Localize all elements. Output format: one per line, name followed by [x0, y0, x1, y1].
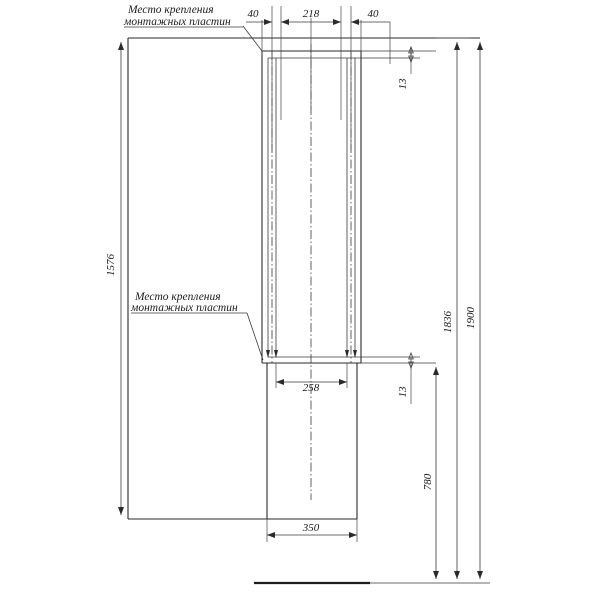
dim-1836-group	[436, 37, 470, 579]
arrow-mark-b	[274, 350, 278, 358]
annotation-note-bottom: Место крепления монтажных пластин	[130, 291, 238, 314]
dim-label-40-left: 40	[248, 8, 260, 20]
dim-label-350: 350	[302, 522, 320, 534]
dim-label-218: 218	[303, 8, 320, 20]
dim-label-1576: 1576	[105, 254, 117, 277]
dim-350-group	[266, 519, 358, 542]
dim-label-13-top: 13	[397, 78, 409, 90]
arrow-13-top-down	[408, 55, 414, 64]
base-plinth-group	[266, 363, 358, 519]
note-bottom-line-1: Место крепления	[134, 291, 221, 303]
arrow-13-bot-down	[408, 361, 414, 370]
top-dimension-chain	[246, 6, 391, 150]
dim-label-780: 780	[422, 473, 434, 490]
outer-envelope-group	[127, 37, 480, 520]
base-arrow-marks	[266, 350, 357, 358]
dim-label-13-bottom: 13	[397, 386, 409, 398]
dim-13-bottom-group	[355, 351, 436, 404]
dim-258-group	[275, 363, 348, 388]
arrow-mark-d	[353, 350, 357, 358]
dim-label-40-right: 40	[368, 8, 380, 20]
leader-line-note-top	[242, 25, 263, 52]
leader-line-note-bottom	[246, 312, 264, 361]
arrow-13-bot-up	[408, 351, 414, 360]
note-top-line-1: Место крепления	[127, 4, 214, 16]
dim-label-1900: 1900	[465, 307, 477, 330]
note-bottom-line-2: монтажных пластин	[130, 302, 238, 314]
arrow-13-top-up	[408, 45, 414, 54]
dim-label-1836: 1836	[442, 311, 454, 334]
arrow-mark-c	[345, 350, 349, 358]
cabinet-body-group	[261, 44, 362, 500]
dim-13-top-group	[355, 45, 436, 74]
note-top-line-2: монтажных пластин	[123, 16, 231, 28]
dim-label-258: 258	[303, 382, 320, 394]
note-leaders	[124, 25, 264, 361]
annotation-note-top: Место крепления монтажных пластин	[123, 4, 231, 28]
arrow-mark-a	[266, 350, 270, 358]
